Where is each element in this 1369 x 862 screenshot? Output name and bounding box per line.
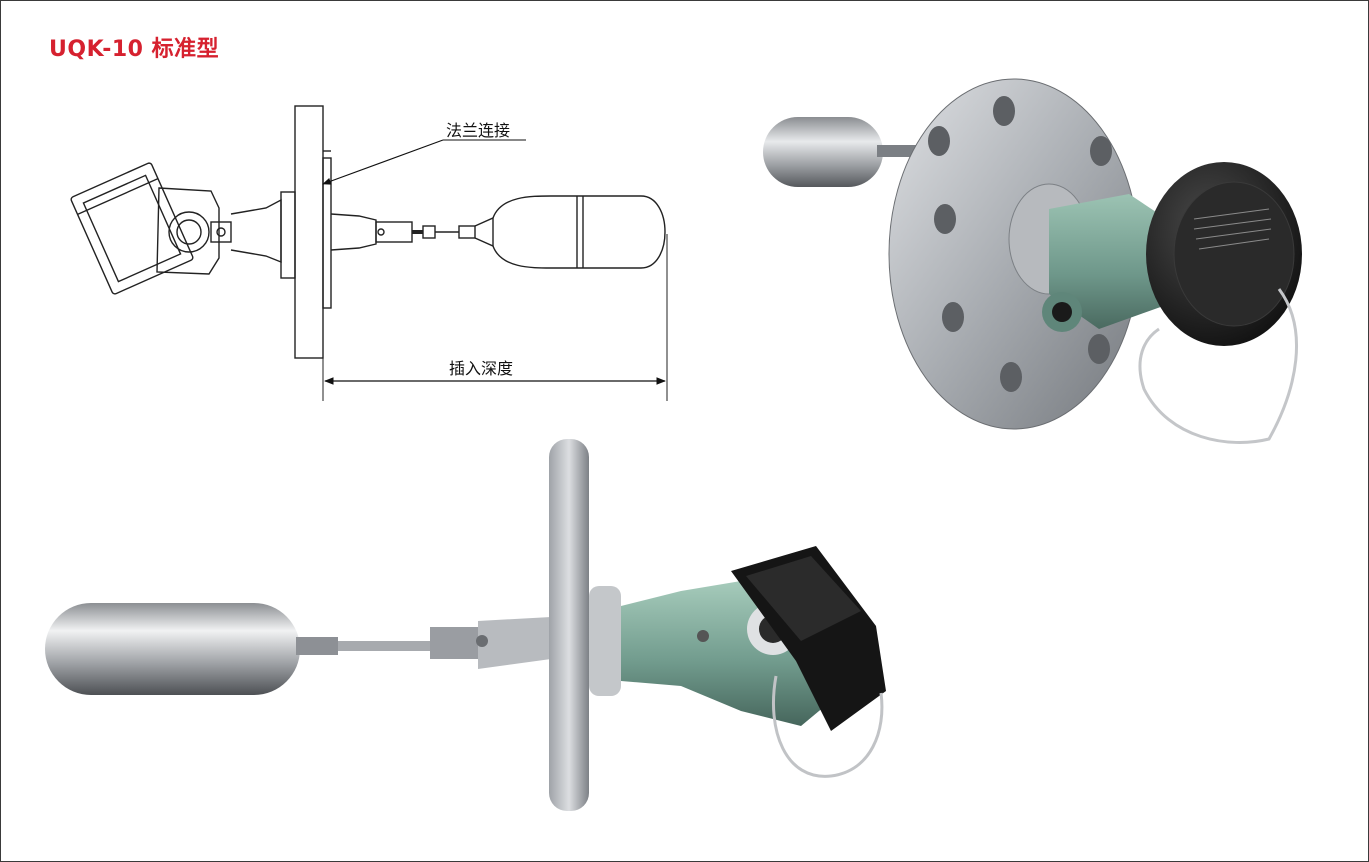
- insertion-depth-label: 插入深度: [449, 359, 514, 378]
- page-title: UQK-10 标准型: [49, 37, 220, 62]
- technical-drawing: [70, 105, 668, 401]
- product-photo-rear-view: [763, 78, 1302, 444]
- flange-connection-label: 法兰连接: [446, 121, 511, 140]
- product-photo-side-view: [45, 439, 886, 811]
